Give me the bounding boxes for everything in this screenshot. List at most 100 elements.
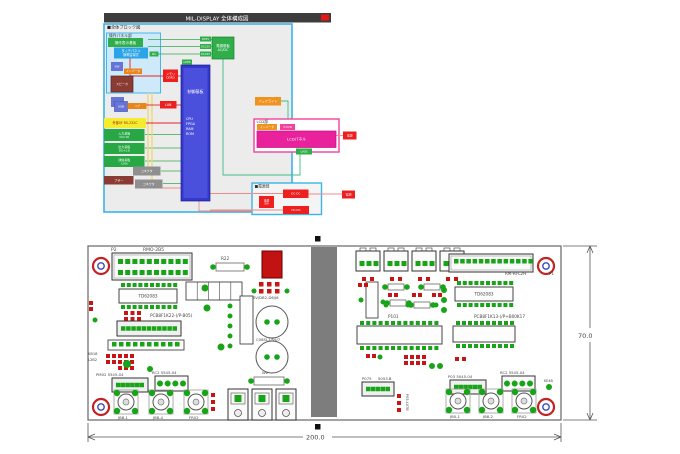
pcb-mark-3 — [315, 424, 321, 430]
pcb-gdot-141 — [546, 384, 552, 390]
pcb-line-155 — [586, 245, 591, 254]
svg-text:R22: R22 — [221, 256, 230, 261]
pcb-gdot-40 — [217, 343, 225, 351]
pcb-hole-6 — [91, 397, 111, 417]
pcb-btn-61 — [183, 389, 209, 415]
pcb-pinrow-15 — [121, 305, 178, 309]
pcb-lbl-132: RC2 5545-04 — [500, 370, 525, 375]
ext-if-block: 外部I/F RS-232C — [104, 118, 146, 128]
svg-text:電源: 電源 — [264, 198, 270, 202]
pcb-lbl-139: FR02 — [517, 414, 527, 419]
svg-text:RMO-2B5: RMO-2B5 — [143, 247, 164, 253]
pcb-trect-87 — [365, 281, 379, 319]
diagram-label-8: RAM — [186, 127, 194, 131]
pcb-rpad-128 — [397, 408, 401, 412]
svg-text:SW: SW — [115, 65, 120, 69]
pcb-gdot-37 — [227, 343, 233, 349]
svg-text:インバータ: インバータ — [126, 69, 140, 73]
pcb-pinrow-11 — [118, 259, 188, 264]
svg-text:JB8-2: JB8-2 — [482, 414, 494, 419]
diagram-label-0: MIL-DISPLAY 全体構成図 — [185, 15, 249, 23]
svg-text:PM02 5545-04: PM02 5545-04 — [96, 372, 124, 377]
svg-text:コネクタ: コネクタ — [141, 168, 153, 173]
pcb-lbl-130: P03 5045-04 — [448, 374, 473, 379]
svg-text:FR02: FR02 — [517, 414, 527, 419]
pcb-rpad-127 — [397, 401, 401, 405]
pcb-line-147 — [87, 436, 96, 441]
svg-text:P03 5045-04: P03 5045-04 — [448, 374, 473, 379]
svg-text:LVDS: LVDS — [300, 149, 307, 153]
pcb-lbl-53: PM02 5545-04 — [96, 372, 124, 377]
pcb-redrow-117 — [404, 361, 426, 365]
svg-text:P05-L07B: P05-L07B — [405, 394, 409, 411]
pcb-btn-59 — [148, 389, 174, 415]
svg-text:P075: P075 — [362, 376, 372, 381]
pcb-rpad-79 — [418, 277, 422, 281]
pcb-term3-70 — [275, 388, 297, 421]
svg-text:CPU: CPU — [186, 117, 193, 121]
svg-text:入力基板: 入力基板 — [118, 130, 130, 135]
svg-text:タッチパネル: タッチパネル — [121, 48, 141, 53]
diagram-label-1: ■全体ブロック図 — [107, 24, 140, 31]
pcb-gdot-98 — [383, 302, 389, 308]
pcb-ic-105: TD62083 — [454, 286, 514, 302]
lan-block: LAN — [160, 101, 177, 109]
pcb-bar-1 — [311, 247, 337, 417]
pcb-lbl-86: P1 — [549, 271, 554, 276]
pcb-trect-32 — [239, 295, 254, 345]
svg-text:W2: W2 — [262, 370, 269, 375]
pcb-redrow-116 — [404, 355, 426, 359]
svg-text:DC12V: DC12V — [201, 44, 210, 48]
svg-text:DC-DC: DC-DC — [291, 192, 300, 196]
svg-text:外部I/F RS-232C: 外部I/F RS-232C — [113, 120, 139, 125]
pcb-term3t-72 — [383, 247, 409, 272]
svg-text:通信基板: 通信基板 — [118, 157, 130, 162]
svg-text:RM-HI-L2H: RM-HI-L2H — [505, 271, 526, 276]
lcd-inverter-tag-block: インバータ — [257, 124, 277, 130]
pcb-res-97 — [408, 301, 436, 309]
pcb-lbl-137: JB8-2 — [482, 414, 494, 419]
svg-text:バックライト: バックライト — [258, 98, 277, 103]
svg-text:PCB8F1K22-(/P-B05): PCB8F1K22-(/P-B05) — [150, 313, 193, 318]
svg-text:インバータ: インバータ — [260, 125, 274, 129]
diagram-label-9: ROM — [186, 132, 194, 136]
pcb-line-156 — [589, 245, 594, 254]
svg-text:DR/SV/DB2-D6/J6: DR/SV/DB2-D6/J6 — [246, 295, 279, 300]
pcb-redrow-48 — [118, 366, 134, 370]
pcb-term4-56 — [154, 375, 189, 392]
main-board-inner-block — [183, 68, 208, 198]
svg-text:■電源部: ■電源部 — [255, 184, 270, 189]
pcb-term4-133 — [501, 375, 536, 392]
svg-text:コネクタ: コネクタ — [143, 181, 155, 186]
dc5v-pill-block: DC5V — [200, 36, 211, 42]
pcb-rpad-81 — [446, 277, 450, 281]
svg-text:RC2 5545-04: RC2 5545-04 — [500, 370, 525, 375]
pcb-line-148 — [553, 433, 562, 438]
pcb-header-83 — [448, 253, 534, 273]
pcb-lbl-107: P101 — [388, 314, 399, 319]
pcb-lbl-85: RM-HI-L2H — [505, 271, 526, 276]
lvds-tag-block: LVDS — [182, 59, 192, 65]
svg-text:MIL-DISPLAY 全体構成図: MIL-DISPLAY 全体構成図 — [185, 15, 249, 23]
svg-text:70.0: 70.0 — [578, 332, 592, 340]
pcb-pinrow-114 — [456, 344, 514, 348]
pcb-pinrow-13 — [121, 283, 178, 287]
svg-text:メモリ: メモリ — [166, 72, 175, 76]
svg-text:SW: SW — [264, 202, 269, 206]
pcb-gdot-34 — [227, 313, 233, 319]
diagram-label-6: CPU — [186, 117, 193, 121]
pcb-gdot-28 — [251, 288, 257, 294]
pcb-lbl-66: W2 — [262, 370, 269, 375]
connector-1-block: コネクタ — [133, 166, 161, 176]
ac-badge-1-block: 電源 — [343, 131, 357, 140]
dcdc-2-block: DC-DC — [283, 206, 309, 214]
pcb-lbl-49: KB18 — [88, 352, 98, 356]
pcb-rpad-126 — [397, 394, 401, 398]
